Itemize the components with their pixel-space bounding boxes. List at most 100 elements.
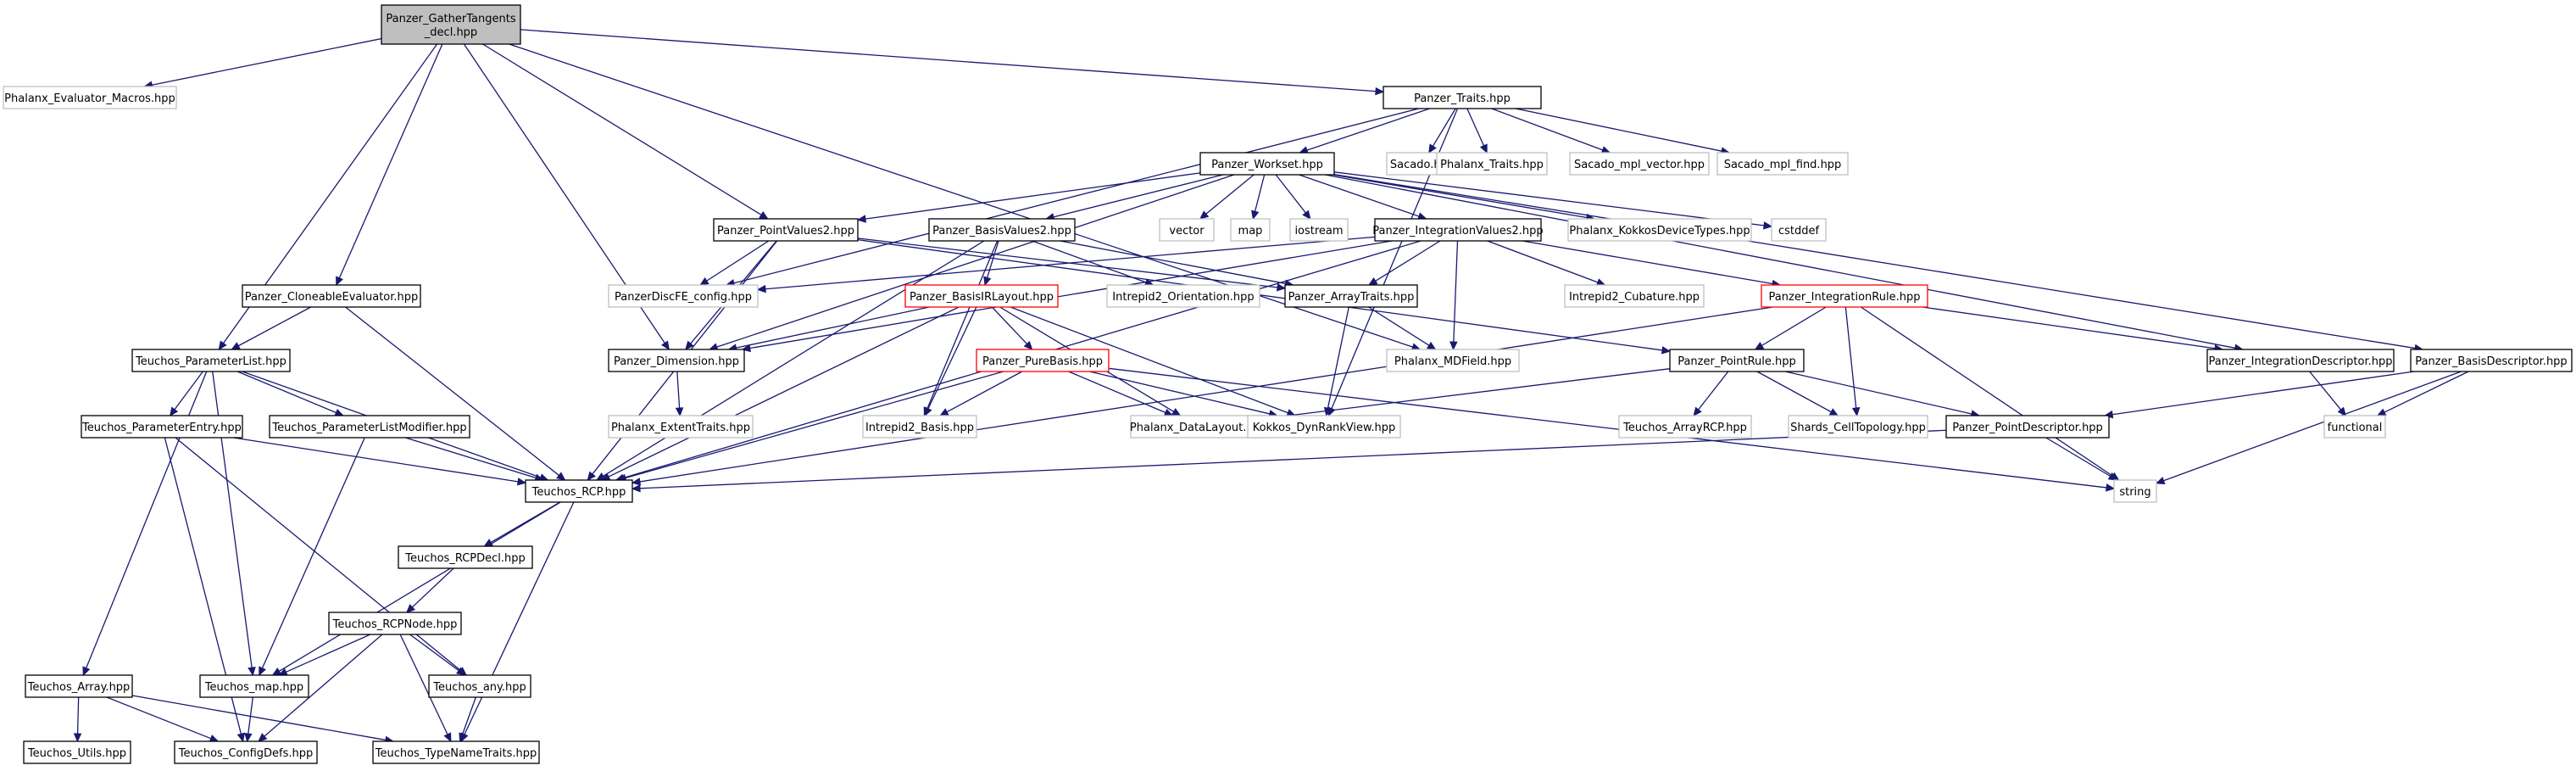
node-layer: Panzer_GatherTangents_decl.hppPhalanx_Ev… xyxy=(3,4,2573,764)
edge-arrowhead xyxy=(258,733,268,742)
node-traits[interactable]: Panzer_Traits.hpp xyxy=(1383,86,1542,109)
edge-arrowhead xyxy=(556,472,566,481)
edge-arrowhead xyxy=(405,604,416,613)
node-label: Phalanx_Traits.hpp xyxy=(1440,159,1544,171)
node-param_entry[interactable]: Teuchos_ParameterEntry.hpp xyxy=(81,415,243,439)
edge-arrowhead xyxy=(631,478,642,486)
edge-line xyxy=(1432,108,1456,147)
edge-workset-to-int_desc xyxy=(1325,174,2244,352)
node-pure_basis[interactable]: Panzer_PureBasis.hpp xyxy=(976,349,1110,372)
edge-iv2-to-pdfe_config xyxy=(756,236,1376,293)
node-label: Sacado_mpl_vector.hpp xyxy=(1574,159,1705,171)
edge-iv2-to-int_rule xyxy=(1522,240,1782,288)
node-teuchos_utils[interactable]: Teuchos_Utils.hpp xyxy=(23,740,131,764)
node-pv2[interactable]: Panzer_PointValues2.hpp xyxy=(713,218,859,242)
edge-array_traits-to-kokkos_drv xyxy=(1323,306,1349,417)
edge-rcp-to-typename_traits xyxy=(460,501,575,743)
edge-line xyxy=(733,108,1420,284)
node-teuchos_array[interactable]: Teuchos_Array.hpp xyxy=(25,674,133,698)
node-label: functional xyxy=(2328,422,2383,434)
edge-traits-to-phx_traits xyxy=(1466,108,1488,154)
node-rcpnode[interactable]: Teuchos_RCPNode.hpp xyxy=(328,612,462,635)
node-label: Phalanx_DataLayout.hpp xyxy=(1130,422,1267,434)
node-cloneable[interactable]: Panzer_CloneableEvaluator.hpp xyxy=(242,284,421,308)
node-param_list_mod[interactable]: Teuchos_ParameterListModifier.hpp xyxy=(269,415,470,439)
node-iv2[interactable]: Panzer_IntegrationValues2.hpp xyxy=(1372,218,1544,242)
node-teuchos_map[interactable]: Teuchos_map.hpp xyxy=(199,674,309,698)
edge-basis_desc-to-string xyxy=(2155,371,2462,485)
node-teuchos_any[interactable]: Teuchos_any.hpp xyxy=(428,674,531,698)
edge-line xyxy=(1060,240,1286,284)
node-bv2[interactable]: Panzer_BasisValues2.hpp xyxy=(928,218,1076,242)
edge-traits-to-sacado_mpl_vector xyxy=(1491,108,1611,154)
edge-int_rule-to-point_rule xyxy=(1754,306,1827,350)
edge-line xyxy=(749,240,1393,349)
node-label: Teuchos_ArrayRCP.hpp xyxy=(1622,422,1747,434)
node-box xyxy=(608,415,754,439)
node-box xyxy=(1716,152,1849,176)
node-label: PanzerDiscFE_config.hpp xyxy=(615,291,752,304)
edge-arrowhead xyxy=(1762,221,1773,230)
node-box xyxy=(1374,218,1542,242)
edge-bv2-to-basis_irlayout xyxy=(983,240,999,287)
node-label: Panzer_CloneableEvaluator.hpp xyxy=(245,291,419,304)
node-cstddef: cstddef xyxy=(1771,218,1827,242)
edge-arrowhead xyxy=(1375,87,1385,96)
edge-line xyxy=(520,29,1377,92)
node-box xyxy=(199,674,309,698)
edge-arrowhead xyxy=(924,406,932,417)
edge-workset-to-basis_desc xyxy=(1333,174,2424,353)
edge-traits-to-pdfe_config xyxy=(725,108,1420,288)
node-rcp[interactable]: Teuchos_RCP.hpp xyxy=(525,479,633,503)
node-box xyxy=(1436,152,1548,176)
edge-line xyxy=(1306,108,1430,151)
edge-arrowhead xyxy=(1302,210,1311,220)
node-label: Kokkos_DynRankView.hpp xyxy=(1253,422,1396,434)
edge-line xyxy=(1053,174,1223,218)
edge-workset-to-cstddef xyxy=(1333,171,1773,230)
node-box xyxy=(1386,349,1520,372)
node-point_desc[interactable]: Panzer_PointDescriptor.hpp xyxy=(1945,415,2110,439)
edge-line xyxy=(462,696,476,735)
node-dimension[interactable]: Panzer_Dimension.hpp xyxy=(608,349,745,372)
edge-line xyxy=(736,306,930,349)
node-box xyxy=(23,740,131,764)
node-int_desc[interactable]: Panzer_IntegrationDescriptor.hpp xyxy=(2206,349,2395,372)
node-point_rule[interactable]: Panzer_PointRule.hpp xyxy=(1669,349,1805,372)
edge-arrowhead xyxy=(334,408,344,416)
node-sacado_mpl_vector: Sacado_mpl_vector.hpp xyxy=(1569,152,1710,176)
edge-arrowhead xyxy=(2107,472,2118,481)
node-rcpdecl[interactable]: Teuchos_RCPDecl.hpp xyxy=(398,545,533,569)
node-basis_irlayout[interactable]: Panzer_BasisIRLayout.hpp xyxy=(904,284,1059,308)
node-int_rule[interactable]: Panzer_IntegrationRule.hpp xyxy=(1761,284,1928,308)
node-phx_kokkos_dev: Phalanx_KokkosDeviceTypes.hpp xyxy=(1567,218,1752,242)
edge-arrowhead xyxy=(759,210,769,220)
edge-teuchos_array-to-teuchos_utils xyxy=(73,696,82,743)
node-array_traits[interactable]: Panzer_ArrayTraits.hpp xyxy=(1284,284,1418,308)
edge-arrowhead xyxy=(661,340,670,351)
edge-line xyxy=(1275,174,1306,214)
edge-pv2-to-pdfe_config xyxy=(699,240,770,286)
node-param_list[interactable]: Teuchos_ParameterList.hpp xyxy=(131,349,291,372)
edge-layer xyxy=(73,29,2469,745)
edge-arrowhead xyxy=(939,408,949,416)
node-config_defs[interactable]: Teuchos_ConfigDefs.hpp xyxy=(174,740,318,764)
node-box xyxy=(131,349,291,372)
node-label: Teuchos_any.hpp xyxy=(432,681,526,694)
edge-line xyxy=(625,371,1004,479)
node-basis_desc[interactable]: Panzer_BasisDescriptor.hpp xyxy=(2410,349,2573,372)
node-typename_traits[interactable]: Teuchos_TypeNameTraits.hpp xyxy=(372,740,540,764)
edge-arrowhead xyxy=(459,732,467,743)
edge-workset-to-iostream xyxy=(1275,174,1311,220)
node-label: Phalanx_KokkosDeviceTypes.hpp xyxy=(1569,225,1750,237)
node-box xyxy=(1669,349,1805,372)
edge-iv2-to-array_traits xyxy=(1367,240,1441,286)
edge-line xyxy=(865,172,1201,220)
edge-line xyxy=(152,37,382,86)
node-root[interactable]: Panzer_GatherTangents_decl.hpp xyxy=(381,4,521,45)
edge-root-to-traits xyxy=(520,29,1385,96)
node-phx_eval_macros: Phalanx_Evaluator_Macros.hpp xyxy=(3,86,177,109)
node-workset[interactable]: Panzer_Workset.hpp xyxy=(1199,152,1335,176)
edge-line xyxy=(261,437,365,669)
edge-line xyxy=(1761,306,1827,346)
